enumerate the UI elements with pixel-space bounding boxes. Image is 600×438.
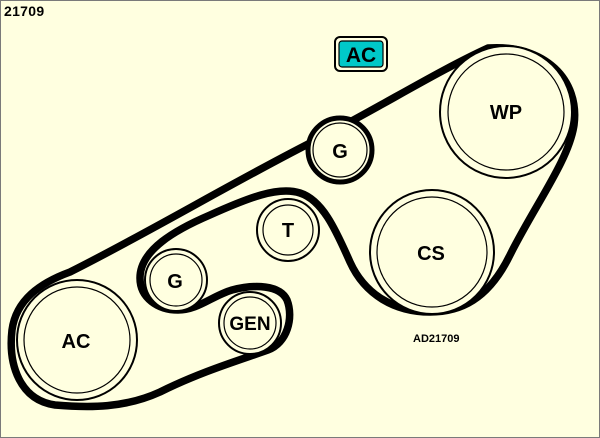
water-pump-pulley: WP [439,45,573,179]
crankshaft-pulley: CS [369,189,495,315]
pulley-label-g-upper: G [332,141,348,163]
generator-pulley: GEN [218,291,282,355]
pulley-label-ac: AC [62,331,91,353]
figure-number: 21709 [4,3,45,19]
upper-idler-pulley: G [305,115,375,185]
belt-system-label: AC [346,44,376,67]
pulley-label-wp: WP [490,102,522,124]
ac-compressor-pulley: AC [16,279,138,401]
lower-idler-pulley: G [144,248,208,312]
tensioner-pulley: T [256,198,320,262]
pulley-label-g-lower: G [167,271,183,293]
reference-code: AD21709 [413,333,459,345]
belt-system-badge: AC [334,36,388,72]
pulley-label-t: T [282,220,294,242]
pulley-label-cs: CS [417,243,445,265]
pulley-label-gen: GEN [229,314,270,335]
